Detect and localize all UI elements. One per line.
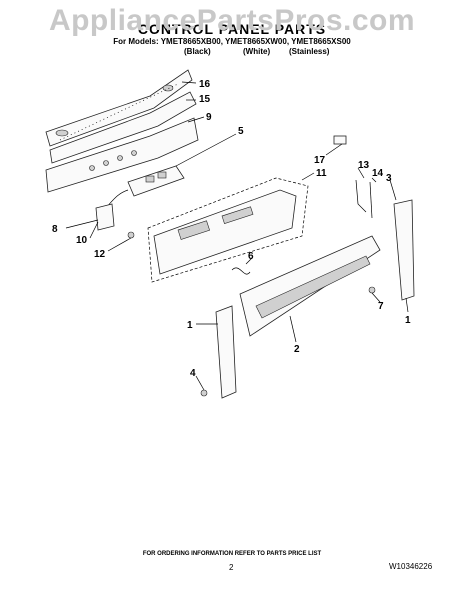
page-number: 2 bbox=[229, 563, 234, 572]
callout-3: 3 bbox=[386, 173, 392, 184]
part-13-sensor bbox=[355, 179, 367, 213]
callout-9: 9 bbox=[206, 112, 212, 123]
callout-13: 13 bbox=[358, 160, 370, 171]
callout-8: 8 bbox=[52, 224, 58, 235]
part-10-switch bbox=[95, 203, 115, 231]
callout-numbers: 16 15 9 5 17 11 13 14 3 8 10 12 6 7 1 1 … bbox=[52, 79, 411, 379]
part-4-screw bbox=[200, 389, 208, 397]
part-3-end-cap bbox=[393, 199, 415, 301]
finish-stainless: (Stainless) bbox=[289, 47, 330, 56]
page-title: CONTROL PANEL PARTS bbox=[137, 21, 327, 37]
part-5-control-board bbox=[127, 165, 185, 197]
part-2-trim bbox=[239, 235, 381, 337]
callout-17: 17 bbox=[314, 155, 326, 166]
callout-7: 7 bbox=[378, 301, 384, 312]
callout-10: 10 bbox=[76, 235, 88, 246]
part-16-rear-panel bbox=[45, 69, 193, 147]
part-9-backing-panel bbox=[45, 117, 199, 193]
callout-5: 5 bbox=[238, 126, 244, 137]
document-number: W10346226 bbox=[389, 562, 433, 571]
part-15-insulation bbox=[49, 91, 197, 164]
callout-12: 12 bbox=[94, 249, 106, 260]
callout-2: 2 bbox=[294, 344, 300, 355]
finish-white: (White) bbox=[243, 47, 271, 56]
callout-6: 6 bbox=[248, 251, 254, 262]
leader-lines bbox=[65, 81, 409, 391]
callout-1-right: 1 bbox=[405, 315, 411, 326]
callout-4: 4 bbox=[190, 368, 196, 379]
callout-1-left: 1 bbox=[187, 320, 193, 331]
callout-16: 16 bbox=[199, 79, 211, 90]
part-14-probe bbox=[369, 181, 373, 219]
callout-11: 11 bbox=[316, 168, 327, 179]
part-6-wire-clip bbox=[231, 267, 251, 275]
part-11-console bbox=[147, 177, 309, 283]
part-17-connector bbox=[333, 135, 347, 145]
ordering-note: FOR ORDERING INFORMATION REFER TO PARTS … bbox=[142, 551, 322, 557]
callout-14: 14 bbox=[372, 168, 384, 179]
part-7-screw bbox=[368, 286, 376, 294]
part-12-screw bbox=[127, 231, 135, 239]
callout-15: 15 bbox=[199, 94, 211, 105]
part-1-end-cap-left bbox=[215, 305, 237, 399]
model-list: For Models: YMET8665XB00, YMET8665XW00, … bbox=[113, 37, 351, 46]
finish-black: (Black) bbox=[184, 47, 211, 56]
